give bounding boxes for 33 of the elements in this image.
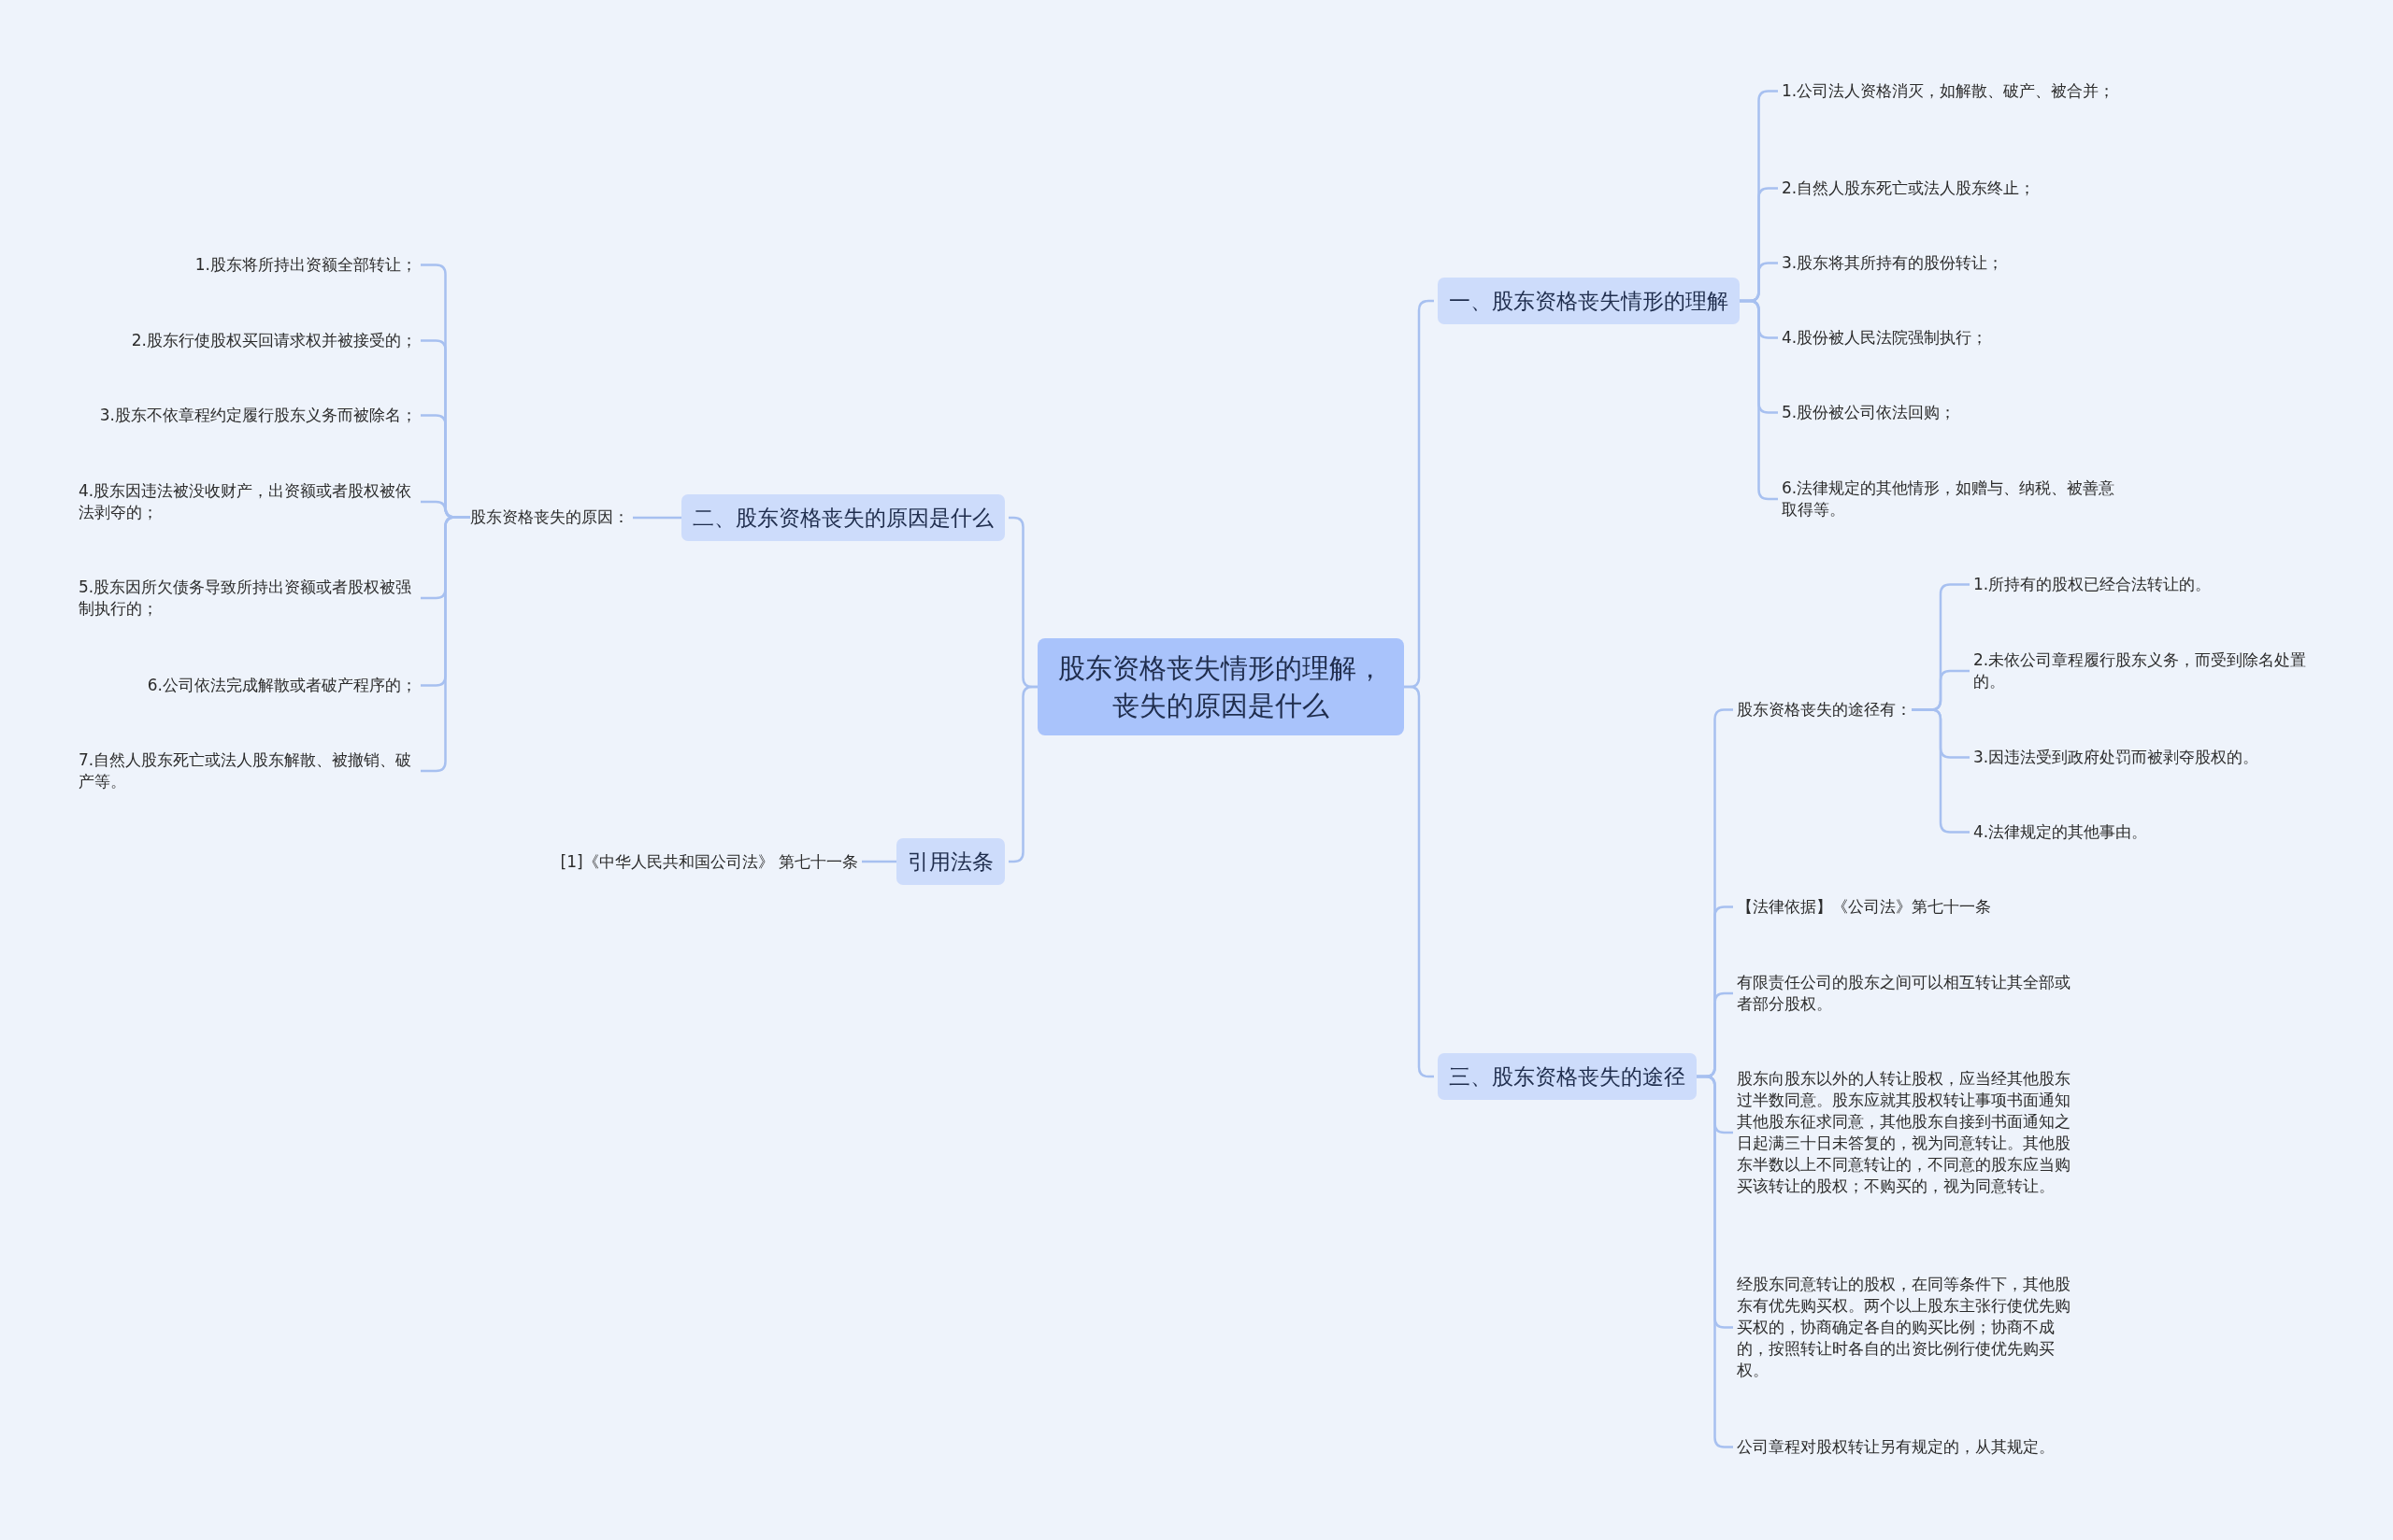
topic-text: 股东资格丧失的途径有： bbox=[1737, 699, 1912, 720]
connector-line bbox=[862, 860, 896, 863]
topic-text: 6.公司依法完成解散或者破产程序的； bbox=[147, 675, 417, 696]
topic-text: 2.自然人股东死亡或法人股东终止； bbox=[1782, 178, 2036, 199]
topic-text: 3.股东不依章程约定履行股东义务而被除名； bbox=[99, 405, 417, 426]
topic-text: 4.股东因违法被没收财产，出资额或者股权被依法剥夺的； bbox=[79, 480, 417, 523]
connector-line bbox=[633, 516, 681, 520]
topic-text: 2.未依公司章程履行股东义务，而受到除名处置的。 bbox=[1973, 649, 2329, 692]
topic-text: 4.股份被人民法院强制执行； bbox=[1782, 327, 1988, 349]
topic-text: 【法律依据】《公司法》第七十一条 bbox=[1737, 896, 1991, 918]
topic-text: 股东向股东以外的人转让股权，应当经其他股东过半数同意。股东应就其股权转让事项书面通知其他股东征求同意，其他股东自接到书面通知之日起满三十日未答复的，视为同意转让。其他股东半数以上不同意转让的，不同意的股东应当购买该转让的股权；不购买的，视为同意转让。 bbox=[1737, 1068, 2081, 1197]
topic-text: 3.股东将其所持有的股份转让； bbox=[1782, 252, 2004, 274]
topic-text: 3.因违法受到政府处罚而被剥夺股权的。 bbox=[1973, 747, 2259, 768]
topic-text: 6.法律规定的其他情形，如赠与、纳税、被善意取得等。 bbox=[1782, 478, 2123, 520]
topic-text: 股东资格丧失的原因： bbox=[470, 506, 629, 528]
topic-text: 经股东同意转让的股权，在同等条件下，其他股东有优先购买权。两个以上股东主张行使优先购买权的，协商确定各自的购买比例；协商不成的，按照转让时各自的出资比例行使优先购买权。 bbox=[1737, 1274, 2081, 1381]
topic-text: 4.法律规定的其他事由。 bbox=[1973, 821, 2148, 843]
topic-text: 1.所持有的股权已经合法转让的。 bbox=[1973, 574, 2212, 595]
topic-text: 有限责任公司的股东之间可以相互转让其全部或者部分股权。 bbox=[1737, 972, 2081, 1015]
topic-box: 一、股东资格丧失情形的理解 bbox=[1438, 278, 1740, 324]
topic-text: 2.股东行使股权买回请求权并被接受的； bbox=[131, 330, 417, 351]
topic-box: 二、股东资格丧失的原因是什么 bbox=[681, 494, 1005, 541]
central-topic-box: 股东资格丧失情形的理解，丧失的原因是什么 bbox=[1038, 638, 1404, 735]
topic-text: 5.股份被公司依法回购； bbox=[1782, 402, 1956, 423]
topic-text: 7.自然人股东死亡或法人股东解散、被撤销、破产等。 bbox=[79, 749, 417, 792]
topic-text: [1]《中华人民共和国公司法》 第七十一条 bbox=[560, 851, 858, 873]
topic-text: 1.股东将所持出资额全部转让； bbox=[194, 254, 417, 276]
topic-box: 三、股东资格丧失的途径 bbox=[1438, 1053, 1697, 1100]
topic-text: 5.股东因所欠债务导致所持出资额或者股权被强制执行的； bbox=[79, 577, 417, 620]
topic-box: 引用法条 bbox=[896, 838, 1005, 885]
topic-text: 公司章程对股权转让另有规定的，从其规定。 bbox=[1737, 1436, 2055, 1458]
topic-text: 1.公司法人资格消灭，如解散、破产、被合并； bbox=[1782, 80, 2115, 102]
connector-line bbox=[1697, 1075, 1733, 1448]
